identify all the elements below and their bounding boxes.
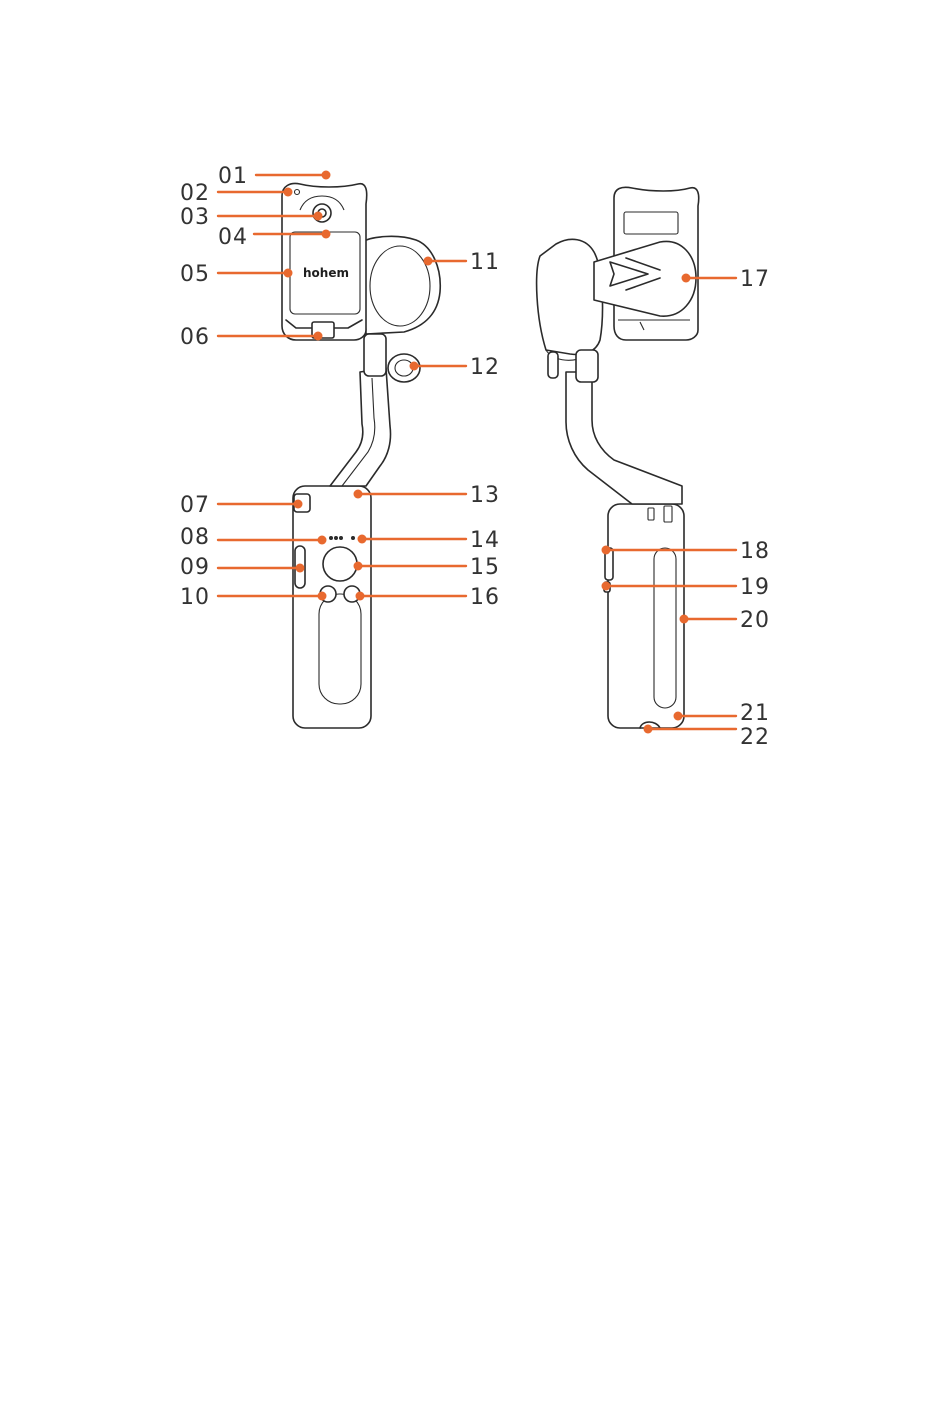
callout-number: 06 — [180, 325, 210, 350]
callout-07: 07 — [180, 493, 303, 518]
callout-number: 15 — [470, 555, 500, 580]
callout-dot — [314, 212, 323, 221]
callout-dot — [682, 274, 691, 283]
callout-number: 14 — [470, 528, 500, 553]
callout-dot — [284, 188, 293, 197]
callout-dot — [680, 615, 689, 624]
callout-dot — [410, 362, 419, 371]
callout-13: 13 — [354, 483, 501, 508]
back-tilt-bracket — [576, 350, 598, 382]
front-tilt-bracket — [364, 334, 386, 376]
callout-dot — [358, 535, 367, 544]
callout-dot — [602, 582, 611, 591]
callout-dot — [424, 257, 433, 266]
callout-dot — [354, 562, 363, 571]
callout-09: 09 — [180, 555, 305, 580]
callout-number: 05 — [180, 262, 210, 287]
callout-number: 17 — [740, 267, 770, 292]
back-view — [537, 187, 699, 728]
callout-number: 13 — [470, 483, 500, 508]
callout-05: 05 — [180, 262, 293, 287]
front-indicator-3 — [339, 536, 343, 540]
callout-20: 20 — [680, 608, 771, 633]
callout-16: 16 — [356, 585, 501, 610]
callout-number: 21 — [740, 701, 770, 726]
callout-number: 08 — [180, 525, 210, 550]
callout-number: 01 — [218, 164, 248, 189]
callout-21: 21 — [674, 701, 771, 726]
callout-number: 09 — [180, 555, 210, 580]
front-indicator-4 — [351, 536, 355, 540]
callout-number: 07 — [180, 493, 210, 518]
callout-dot — [318, 592, 327, 601]
callout-number: 16 — [470, 585, 500, 610]
front-pan-motor — [362, 236, 440, 334]
callout-number: 20 — [740, 608, 770, 633]
callout-dot — [284, 269, 293, 278]
callout-dot — [314, 332, 323, 341]
callout-number: 04 — [218, 225, 248, 250]
front-view: hohem — [282, 184, 440, 729]
callout-dot — [322, 171, 331, 180]
front-indicator-1 — [329, 536, 333, 540]
callout-dot — [354, 490, 363, 499]
callout-number: 02 — [180, 181, 210, 206]
callout-15: 15 — [354, 555, 501, 580]
callout-number: 12 — [470, 355, 500, 380]
callout-number: 10 — [180, 585, 210, 610]
callout-number: 18 — [740, 539, 770, 564]
front-indicator-2 — [334, 536, 338, 540]
callout-01: 01 — [218, 164, 331, 189]
callout-12: 12 — [410, 355, 501, 380]
brand-logo: hohem — [303, 266, 349, 280]
callout-dot — [318, 536, 327, 545]
front-arm — [330, 368, 391, 486]
back-roll-motor — [594, 241, 696, 316]
callout-number: 11 — [470, 250, 500, 275]
callout-dot — [294, 500, 303, 509]
callout-number: 19 — [740, 575, 770, 600]
callout-22: 22 — [644, 725, 771, 751]
callout-dot — [296, 564, 305, 573]
back-pan-motor — [537, 239, 603, 354]
front-joystick — [323, 547, 357, 581]
back-arm — [566, 372, 682, 504]
callout-dot — [602, 546, 611, 555]
back-handle — [608, 504, 684, 728]
callout-dot — [322, 230, 331, 239]
callout-number: 22 — [740, 725, 770, 750]
callout-number: 03 — [180, 205, 210, 230]
callout-dot — [644, 725, 653, 734]
callout-dot — [674, 712, 683, 721]
callout-14: 14 — [358, 528, 501, 553]
callout-dot — [356, 592, 365, 601]
back-tilt-knob — [548, 352, 558, 378]
